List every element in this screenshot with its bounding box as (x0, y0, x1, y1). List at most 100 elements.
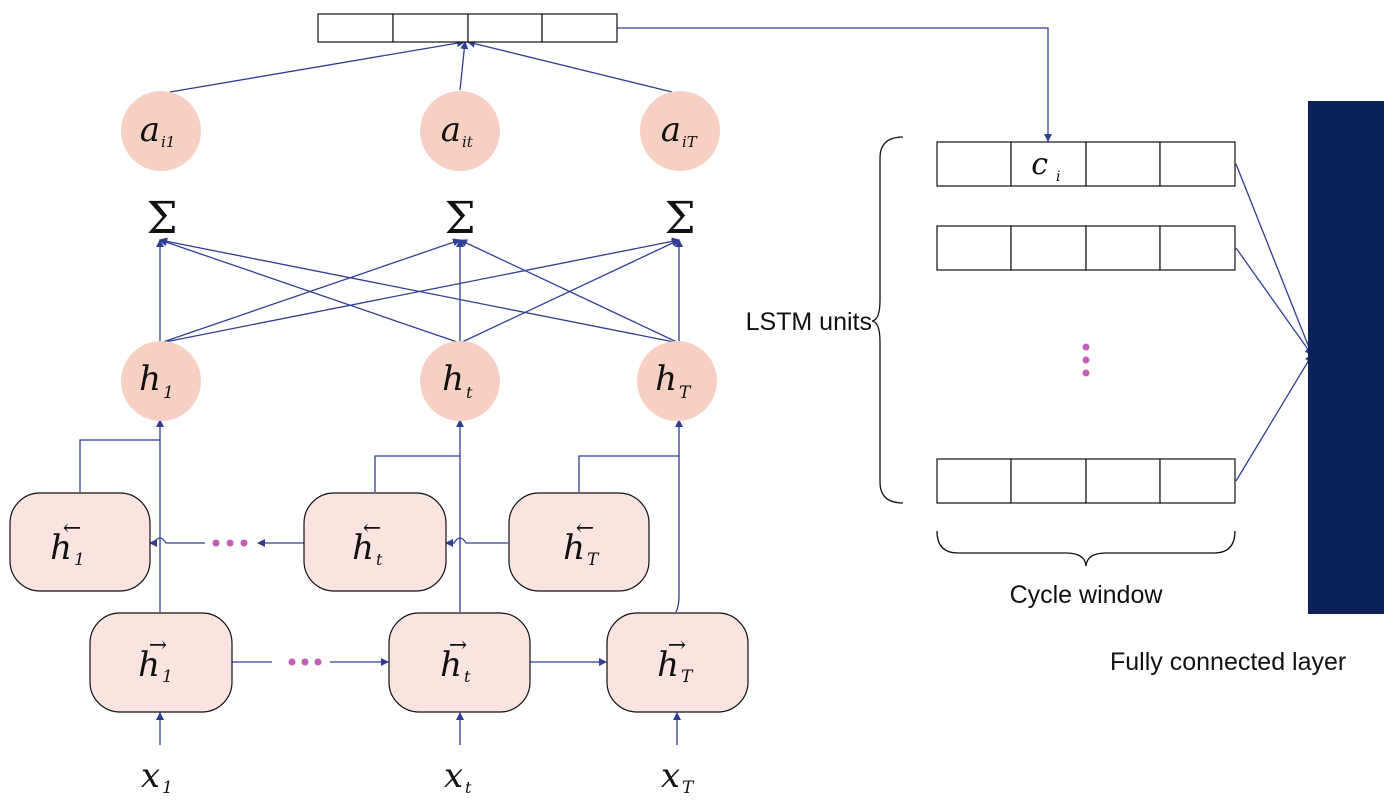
cell-rect (606, 612, 749, 713)
sum-symbol: Σ (444, 193, 475, 244)
cell-subscript: T (681, 667, 694, 687)
cell-base: h (440, 645, 462, 685)
node-base: a (140, 110, 160, 150)
lstm-cell (1159, 141, 1236, 187)
attention-weight-a-i1: a i1 (121, 91, 201, 171)
input-base: x (661, 756, 680, 796)
node-subscript: iT (682, 133, 698, 151)
node-subscript: 1 (163, 383, 174, 403)
input-x1: x 1 (141, 756, 173, 798)
lstm-cell (936, 458, 1012, 504)
cell-subscript: t (464, 667, 471, 686)
forward-ellipsis (288, 658, 322, 666)
cell-subscript: T (587, 550, 600, 570)
sum-symbol: Σ (146, 193, 177, 244)
attention-weight-a-iT: a iT (640, 91, 720, 171)
context-cell (392, 13, 469, 43)
arrow-right-icon: → (149, 633, 167, 658)
edges (79, 27, 1314, 745)
lstm-units-brace (871, 136, 904, 504)
lstm-cell (1085, 458, 1161, 504)
cell-base: h (657, 645, 679, 685)
lstm-units-label: LSTM units (746, 308, 872, 336)
lstm-row: c i (936, 141, 1236, 187)
node-base: a (661, 110, 681, 150)
arrow-left-icon: ← (363, 516, 381, 541)
input-subscript: t (465, 778, 472, 797)
ellipsis-dot (1082, 356, 1090, 364)
edge-dots-to-bwd1 (149, 537, 205, 547)
cycle-window-brace (936, 530, 1236, 567)
edge-bwdt-to-ht (374, 455, 460, 492)
cell-rect (9, 492, 151, 592)
ellipsis-dot (226, 539, 234, 547)
input-xt: x t (444, 756, 472, 797)
ellipsis-dot (1082, 343, 1090, 351)
hidden-node-ht: h t (420, 341, 500, 421)
ci-subscript: i (1056, 169, 1060, 185)
node-subscript: T (679, 383, 692, 403)
context-cell (467, 13, 543, 43)
edge-bwd1-to-h1 (79, 439, 160, 492)
backward-cell-t: ← h t (303, 492, 447, 592)
cell-subscript: t (376, 550, 383, 569)
node-subscript: it (462, 133, 474, 151)
arrow-right-icon: → (668, 633, 686, 658)
backward-cell-T: ← h T (508, 492, 650, 592)
input-subscript: T (682, 778, 695, 798)
cell-base: h (50, 528, 72, 568)
edge-bwdT-to-bwdt (445, 537, 508, 547)
hidden-node-hT: h T (637, 341, 717, 421)
lstm-cell (1159, 458, 1236, 504)
context-cell (541, 13, 618, 43)
edge-row2-to-fc (1235, 247, 1313, 356)
input-base: x (141, 756, 160, 796)
lstm-cell-ci (1010, 141, 1087, 187)
edge-a1-to-context (169, 39, 465, 93)
lstm-cell (1159, 225, 1236, 271)
ellipsis-dot (1082, 369, 1090, 377)
node-circle (640, 91, 720, 171)
node-base: h (442, 359, 464, 399)
cell-rect (89, 612, 233, 713)
edge-row1-to-fc (1235, 163, 1314, 356)
node-circle (637, 341, 717, 421)
cell-rect (508, 492, 650, 592)
cell-subscript: 1 (162, 667, 173, 687)
ellipsis-dot (288, 658, 296, 666)
ellipsis-dot (301, 658, 309, 666)
lstm-cell (936, 141, 1012, 187)
node-circle (121, 341, 201, 421)
lstm-rows-ellipsis (1082, 343, 1090, 377)
forward-cell-T: → h T (606, 612, 749, 713)
node-circle (420, 341, 500, 421)
lstm-row (936, 225, 1236, 271)
forward-cell-1: → h 1 (89, 612, 233, 713)
edge-hT-to-sumt (459, 239, 680, 344)
node-subscript: t (466, 383, 473, 402)
ellipsis-dot (212, 539, 220, 547)
node-circle (121, 91, 201, 171)
edge-hT-to-sum1 (159, 237, 680, 344)
sum-symbol: Σ (664, 193, 695, 244)
ellipsis-dot (240, 539, 248, 547)
fully-connected-label: Fully connected layer (1110, 648, 1346, 676)
lstm-units-grid: c i (936, 141, 1236, 504)
arrow-right-icon: → (449, 633, 467, 658)
forward-cell-t: → h t (388, 612, 531, 713)
node-base: h (655, 359, 677, 399)
arrow-left-icon: ← (576, 516, 594, 541)
edge-fwdT-to-hT (675, 419, 683, 613)
edge-bwdT-to-hT (578, 455, 679, 492)
lstm-cell (1085, 225, 1161, 271)
edge-row3-to-fc (1235, 354, 1313, 482)
edge-aT-to-context (467, 39, 673, 93)
edge-context-to-ci (617, 27, 1052, 142)
edge-at-to-context (459, 41, 469, 91)
cell-subscript: 1 (74, 550, 85, 570)
lstm-cell (1010, 225, 1087, 271)
cell-base: h (352, 528, 374, 568)
node-subscript: i1 (161, 133, 175, 151)
cell-rect (388, 612, 531, 713)
cycle-window-label: Cycle window (1010, 581, 1164, 609)
